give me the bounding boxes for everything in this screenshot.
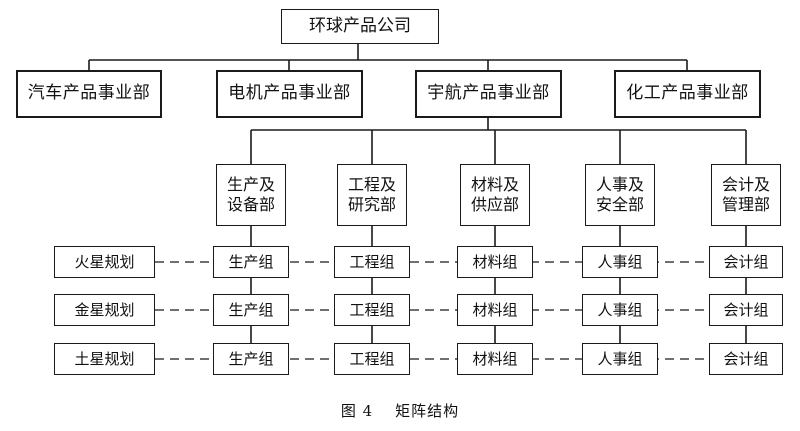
- figure-title: 矩阵结构: [395, 402, 460, 420]
- division-electrical: 电机产品事业部: [216, 70, 363, 118]
- matrix-cell: 会计组: [709, 343, 783, 375]
- matrix-cell: 材料组: [457, 294, 533, 326]
- division-aerospace: 宇航产品事业部: [415, 70, 562, 118]
- matrix-cell: 生产组: [213, 294, 289, 326]
- matrix-cell: 生产组: [213, 343, 289, 375]
- department-materials: 材料及 供应部: [460, 164, 530, 226]
- matrix-cell: 生产组: [213, 246, 289, 278]
- matrix-cell: 会计组: [709, 246, 783, 278]
- matrix-cell: 人事组: [582, 294, 658, 326]
- matrix-cell: 工程组: [334, 343, 410, 375]
- matrix-cell: 人事组: [582, 343, 658, 375]
- matrix-cell: 材料组: [457, 246, 533, 278]
- division-chemical: 化工产品事业部: [614, 70, 761, 118]
- matrix-cell: 会计组: [709, 294, 783, 326]
- department-engineering: 工程及 研究部: [337, 164, 407, 226]
- company-box: 环球产品公司: [281, 9, 439, 44]
- matrix-cell: 人事组: [582, 246, 658, 278]
- project-label: 火星规划: [54, 246, 155, 278]
- department-accounting: 会计及 管理部: [711, 164, 781, 226]
- department-production: 生产及 设备部: [216, 164, 286, 226]
- project-label: 土星规划: [54, 343, 155, 375]
- figure-number: 图 4: [340, 402, 374, 420]
- matrix-cell: 工程组: [334, 294, 410, 326]
- matrix-cell: 工程组: [334, 246, 410, 278]
- figure-caption: 图 4 矩阵结构: [0, 400, 800, 421]
- matrix-cell: 材料组: [457, 343, 533, 375]
- project-label: 金星规划: [54, 294, 155, 326]
- department-personnel: 人事及 安全部: [585, 164, 655, 226]
- division-automotive: 汽车产品事业部: [16, 70, 162, 118]
